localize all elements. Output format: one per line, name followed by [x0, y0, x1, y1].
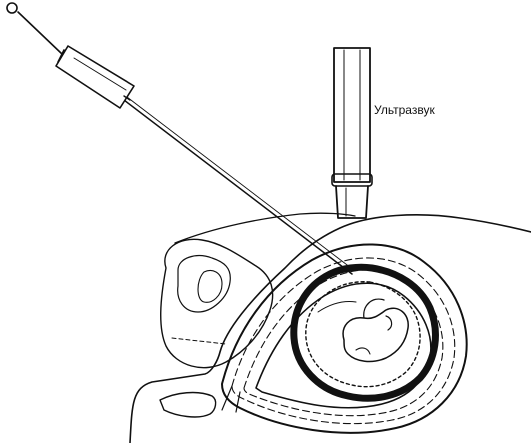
abdominal-wall: [129, 212, 531, 443]
ultrasound-probe: [331, 47, 373, 219]
needle: [123, 96, 356, 275]
syringe-icon: [6, 2, 135, 109]
embryo: [317, 298, 409, 363]
gestational-sac: [290, 263, 439, 402]
probe-label: Ультразвук: [374, 103, 435, 117]
bladder: [160, 238, 274, 369]
pubic-bone: [159, 391, 217, 418]
